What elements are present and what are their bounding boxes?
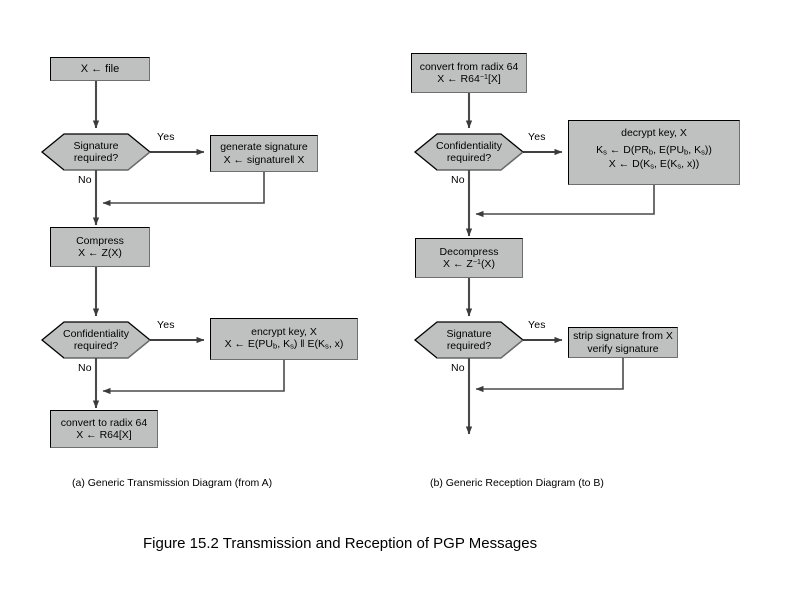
node-a-encrypt-key[interactable]: encrypt key, X X ← E(PUb, Ks) ‖ E(Ks, x) [210, 318, 358, 360]
node-b-signature-decision-line-1: Signature [446, 327, 492, 340]
node-a-generate-signature[interactable]: generate signature X ← signature‖ X [210, 135, 318, 172]
node-b-strip-signature[interactable]: strip signature from X verify signature [568, 327, 678, 358]
subcaption-b: (b) Generic Reception Diagram (to B) [430, 477, 604, 489]
edge-label-b-signature-no: No [451, 362, 465, 374]
node-a-start-line-1: X ← file [80, 62, 120, 75]
edge-label-a-signature-no: No [78, 174, 92, 186]
node-a-signature-decision[interactable]: Signature required? [42, 134, 150, 170]
node-b-strip-signature-line-1: strip signature from X [573, 330, 673, 343]
edge-label-b-confidentiality-yes: Yes [528, 131, 546, 143]
node-b-decrypt-key-line-1: decrypt key, X [621, 127, 687, 139]
node-b-strip-signature-line-2: verify signature [587, 342, 659, 355]
edge-encrypt-merge [102, 360, 285, 395]
node-a-compress-line-1: Compress [76, 234, 124, 247]
node-a-signature-decision-line-1: Signature [73, 139, 119, 152]
edge-label-b-signature-yes: Yes [528, 319, 546, 331]
node-b-decrypt-key-line-2: Ks ← D(PRb, E(PUb, Ks)) [596, 144, 712, 158]
node-a-confidentiality-decision[interactable]: Confidentiality required? [42, 322, 150, 358]
edge-generate-signature-merge [102, 172, 265, 207]
node-b-convert-from-radix64-line-2: X ← R64−1[X] [437, 73, 501, 85]
node-a-generate-signature-line-2: X ← signature‖ X [223, 153, 305, 166]
node-a-confidentiality-decision-line-1: Confidentiality [63, 327, 129, 340]
node-a-convert-radix64-line-1: convert to radix 64 [60, 416, 148, 429]
node-b-signature-decision-line-2: required? [446, 340, 492, 352]
node-a-compress[interactable]: Compress X ← Z(X) [50, 227, 150, 267]
node-a-compress-line-2: X ← Z(X) [78, 247, 122, 259]
node-b-convert-from-radix64-line-1: convert from radix 64 [419, 60, 519, 73]
edge-strip-merge [475, 358, 624, 393]
node-b-confidentiality-decision-line-1: Confidentiality [436, 139, 502, 152]
node-b-decompress-line-2: X ← Z−1(X) [443, 258, 495, 270]
node-b-convert-from-radix64[interactable]: convert from radix 64 X ← R64−1[X] [411, 53, 527, 93]
edge-label-a-signature-yes: Yes [157, 131, 175, 143]
node-a-signature-decision-line-2: required? [73, 152, 119, 164]
node-b-signature-decision[interactable]: Signature required? [415, 322, 523, 358]
node-a-generate-signature-line-1: generate signature [220, 141, 308, 154]
node-b-confidentiality-decision-line-2: required? [446, 152, 492, 164]
edge-label-a-confidentiality-no: No [78, 362, 92, 374]
node-b-decrypt-key-line-3: X ← D(Ks, E(Ks, x)) [608, 157, 700, 171]
edge-decrypt-merge [475, 185, 655, 218]
figure-caption: Figure 15.2 Transmission and Reception o… [143, 535, 538, 552]
node-a-convert-radix64[interactable]: convert to radix 64 X ← R64[X] [50, 410, 158, 448]
node-b-confidentiality-decision[interactable]: Confidentiality required? [415, 134, 523, 170]
node-a-convert-radix64-line-2: X ← R64[X] [76, 429, 132, 441]
node-a-encrypt-key-line-1: encrypt key, X [251, 326, 317, 339]
edge-label-a-confidentiality-yes: Yes [157, 319, 175, 331]
node-a-encrypt-key-line-2: X ← E(PUb, Ks) ‖ E(Ks, x) [224, 338, 344, 352]
node-b-decompress-line-1: Decompress [439, 245, 499, 258]
node-b-decrypt-key[interactable]: decrypt key, X Ks ← D(PRb, E(PUb, Ks)) X… [568, 120, 740, 185]
subcaption-a: (a) Generic Transmission Diagram (from A… [72, 477, 273, 489]
node-a-confidentiality-decision-line-2: required? [73, 340, 119, 352]
node-b-decompress[interactable]: Decompress X ← Z−1(X) [415, 238, 523, 278]
edge-label-b-confidentiality-no: No [451, 174, 465, 186]
node-a-start[interactable]: X ← file [50, 57, 150, 81]
